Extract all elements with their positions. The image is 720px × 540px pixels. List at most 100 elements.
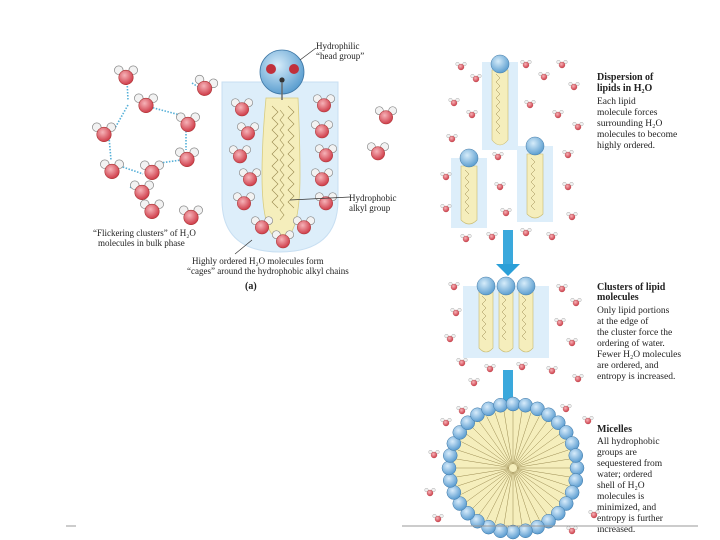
tail-label-line1: Hydrophobic — [349, 193, 397, 203]
micelle-chain — [486, 416, 512, 465]
micelle-chain — [494, 412, 513, 465]
micelle-chain — [478, 471, 511, 516]
micelle-chain — [516, 441, 565, 467]
micelle-chain — [486, 471, 512, 520]
clusters-body-4: ordering of water. — [597, 338, 665, 349]
dispersion-title-line1: Dispersion of — [597, 72, 654, 83]
micelle-head — [541, 407, 556, 423]
dispersion-title-line2: lipids in H₂O — [597, 83, 652, 94]
lipid-3 — [525, 136, 545, 219]
micelle-head — [460, 506, 475, 521]
micelle-chain — [457, 468, 510, 487]
tail-label-line2: alkyl group — [349, 203, 391, 213]
micelle-chain — [516, 468, 571, 478]
micelle-chain — [478, 420, 511, 465]
micelle-head-groups — [441, 396, 585, 540]
micelles-body-4: water; ordered — [597, 470, 652, 480]
micelle-head — [442, 473, 458, 488]
micelle-chain — [494, 471, 513, 524]
micelle-chain — [461, 469, 510, 495]
micelle-chain — [513, 412, 532, 465]
micelle-chain — [516, 458, 571, 468]
cluster-lipid-3 — [516, 276, 536, 353]
micelles-body-8: entropy is further — [597, 513, 664, 524]
micelle-chain — [513, 471, 532, 524]
micelle-chain — [516, 470, 561, 503]
micelle-head — [551, 506, 566, 521]
dispersion-body-5: highly ordered. — [597, 141, 655, 151]
cage-leader-line — [234, 239, 253, 255]
micelle-chain — [514, 471, 540, 520]
arrow-1 — [496, 230, 520, 276]
micelle-chain — [515, 420, 548, 465]
micelles-body-3: sequestered from — [597, 458, 663, 469]
clusters-title-line2: molecules — [597, 292, 639, 303]
micelle-chain — [515, 471, 548, 516]
stage-clusters: Clusters of lipid molecules Only lipid p… — [444, 276, 681, 387]
micelle-head — [441, 460, 457, 476]
micelle-chain — [516, 469, 565, 495]
micelle-chain — [457, 449, 510, 468]
micelle-head — [568, 448, 584, 463]
micelle-chain — [471, 470, 511, 510]
micelle-chain — [465, 433, 510, 466]
micelle-chain — [515, 426, 555, 466]
micelle-chain — [455, 458, 510, 468]
stage-micelle: Micelles All hydrophobic groups are sequ… — [424, 396, 664, 540]
micelle-head — [470, 513, 485, 529]
clusters-title-line1: Clusters of lipid — [597, 282, 666, 293]
stage-dispersion: Dispersion of lipids in H₂O Each lipid m… — [440, 54, 677, 243]
head-leader-line — [299, 47, 317, 61]
micelles-body-7: minimized, and — [597, 503, 656, 513]
micelle-head — [505, 524, 521, 540]
cluster-caption-line1: “Flickering clusters” of H₂O — [93, 228, 196, 238]
clusters-body-5: Fewer H₂O molecules — [597, 350, 681, 360]
head-label-line2: “head group” — [316, 51, 364, 61]
tail-leader-line — [289, 196, 351, 201]
cluster-lipid-2 — [496, 276, 516, 353]
dispersion-body-2: molecule forces — [597, 107, 658, 118]
micelle-chain — [471, 426, 511, 466]
micelle-chain — [516, 449, 569, 468]
micelle-chain — [503, 471, 513, 526]
dispersion-body-1: Each lipid — [597, 97, 636, 107]
lipid-2 — [459, 148, 479, 225]
cage-caption-line1: Highly ordered H₂O molecules form — [192, 256, 324, 266]
micelles-body-1: All hydrophobic — [597, 437, 660, 447]
micelles-body-5: shell of H₂O — [597, 480, 645, 491]
panel-letter-a: (a) — [245, 281, 257, 292]
micelle-chain — [516, 468, 569, 487]
micelle-head — [452, 425, 468, 440]
clusters-body-7: entropy is increased. — [597, 372, 675, 382]
micelle-chain — [465, 470, 510, 503]
micelle-chain — [513, 410, 523, 465]
micelle-head — [551, 415, 566, 430]
micelles-body-9: increased. — [597, 525, 635, 535]
micelle-head — [558, 496, 574, 511]
head-label-line1: Hydrophilic — [316, 41, 360, 51]
clusters-body-6: are ordered, and — [597, 361, 659, 371]
micelle-chain — [461, 441, 510, 467]
micelle-chain — [515, 470, 555, 510]
micelle-chain — [514, 416, 540, 465]
micelles-body-2: groups are — [597, 448, 637, 458]
micelle-chain — [455, 468, 510, 478]
micelle-head — [460, 415, 475, 430]
panel-b: Dispersion of lipids in H₂O Each lipid m… — [424, 54, 681, 540]
micelle-chain — [503, 410, 513, 465]
cage-caption-line2: “cages” around the hydrophobic alkyl cha… — [187, 266, 349, 276]
dispersion-body-4: molecules to become — [597, 130, 677, 140]
micelles-body-6: molecules is — [597, 492, 645, 502]
clusters-body-1: Only lipid portions — [597, 306, 670, 316]
micelle-chain — [513, 471, 523, 526]
panel-a: Hydrophilic “head group” Hydrophobic alk… — [92, 41, 397, 292]
bulk-water-clusters — [92, 65, 220, 226]
hydrophilic-head-group — [259, 49, 305, 100]
micelles-title: Micelles — [597, 424, 632, 435]
clusters-body-3: the cluster force the — [597, 327, 672, 338]
cluster-lipid-1 — [476, 276, 496, 353]
micelle-head — [569, 460, 585, 476]
micelle-alkyl-chains — [455, 410, 571, 526]
dispersion-body-3: surrounding H₂O — [597, 119, 662, 129]
clusters-body-2: at the edge of — [597, 316, 649, 327]
